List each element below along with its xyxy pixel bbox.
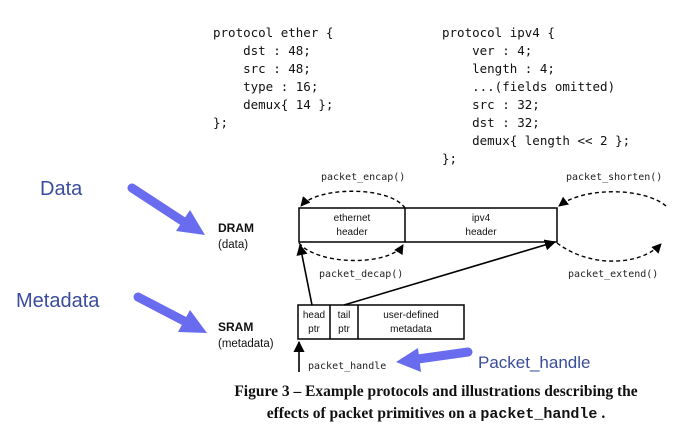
code-line: protocol ipv4 { [442,25,555,40]
dram-sublabel: (data) [218,239,248,251]
code-line: }; [442,151,457,166]
code-line: ...(fields omitted) [442,79,615,94]
data-pointer-arrow [127,183,205,235]
sram-metadata-box [297,304,465,340]
dram-block: ethernet header ipv4 header [298,207,558,243]
sram-label: SRAM [218,320,253,334]
ipv4-header-label: ipv4 [472,213,491,224]
ethernet-header-label: header [336,227,368,238]
code-line: dst : 32; [442,115,540,130]
packet-extend-arrow [556,242,662,262]
caption-period: . [601,405,605,422]
caption-mono-term: packet_handle [480,406,597,423]
caption-text: effects of packet primitives on a [267,405,477,422]
user-metadata-label: user-defined [383,310,439,321]
packet-decap-label: packet_decap() [319,269,403,280]
metadata-pointer-arrow [133,292,207,333]
packet-encap-label: packet_encap() [321,172,405,183]
tail-ptr-arrow [343,239,557,306]
sram-sublabel: (metadata) [218,338,274,350]
packet-extend-label: packet_extend() [568,269,658,280]
code-block-ether: protocol ether { dst : 48; src : 48; typ… [213,25,333,130]
sram-block: head ptr tail ptr user-defined metadata [297,304,465,340]
tail-ptr-label: tail [338,310,351,321]
dram-label: DRAM [218,221,254,235]
data-annotation: Data [40,178,83,200]
packet-handle-pointer-arrow [396,347,473,372]
packet-handle-annotation: Packet_handle [478,353,590,372]
code-line: ver : 4; [442,43,532,58]
code-line: src : 48; [213,61,311,76]
dram-packet-box [298,207,558,243]
packet-decap-arrow [298,242,404,262]
packet-shorten-label: packet_shorten() [566,172,662,183]
code-line: }; [213,115,228,130]
code-line: protocol ether { [213,25,333,40]
code-line: demux{ 14 }; [213,97,333,112]
figure-caption-line2: effects of packet primitives on a packet… [267,405,606,423]
tail-ptr-label: ptr [338,324,350,335]
head-ptr-label: ptr [308,324,320,335]
user-metadata-label: metadata [390,324,432,335]
figure-caption-line1: Figure 3 – Example protocols and illustr… [234,383,637,400]
packet-handle-label: packet_handle [308,361,386,372]
code-line: length : 4; [442,61,555,76]
packet-shorten-arrow [558,191,667,207]
metadata-annotation: Metadata [16,290,100,312]
head-ptr-arrow [296,243,313,306]
ipv4-header-label: header [465,227,497,238]
code-line: demux{ length << 2 }; [442,133,630,148]
code-block-ipv4: protocol ipv4 { ver : 4; length : 4; ...… [442,25,630,166]
code-line: dst : 48; [213,43,311,58]
code-line: type : 16; [213,79,318,94]
head-ptr-label: head [303,310,325,321]
code-line: src : 32; [442,97,540,112]
ethernet-header-label: ethernet [334,213,371,224]
packet-encap-arrow [300,190,406,209]
